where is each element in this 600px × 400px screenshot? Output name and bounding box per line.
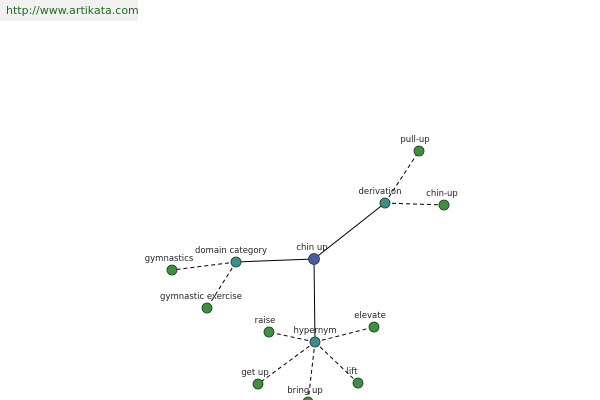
edge-chin-up-center-to-hypernym [313,258,316,343]
node-elevate[interactable] [368,321,380,333]
edge-hypernym-to-get-up [257,341,316,385]
edge-derivation-to-chin-up-term [384,202,445,206]
node-label-pull-up[interactable]: pull-up [400,135,429,145]
node-get-up[interactable] [252,378,264,390]
edge-hypernym-to-elevate [314,326,375,343]
node-chin-up-term[interactable] [438,199,450,211]
node-bring-up[interactable] [302,396,314,400]
node-label-chin-up-center[interactable]: chin up [296,243,327,253]
graph-labels: chin up derivation domain category hypernym… [145,135,458,396]
node-label-hypernym[interactable]: hypernym [293,326,336,336]
node-gymnastic-exercise[interactable] [201,302,213,314]
graph-nodes [166,145,450,400]
node-gymnastics[interactable] [166,264,178,276]
node-derivation[interactable] [379,197,391,209]
edge-chin-up-center-to-domain-category [235,258,315,263]
edge-hypernym-to-bring-up [307,341,316,400]
url-bar: http://www.artikata.com [0,0,139,21]
edge-hypernym-to-raise [268,331,316,343]
node-label-gymnastic-exercise[interactable]: gymnastic exercise [160,292,242,302]
node-label-domain-category[interactable]: domain category [195,246,267,256]
node-label-lift[interactable]: lift [347,367,359,377]
edge-hypernym-to-lift [314,341,359,384]
node-domain-category[interactable] [230,256,242,268]
node-label-chin-up-term[interactable]: chin-up [426,189,458,199]
node-label-elevate[interactable]: elevate [354,311,386,321]
node-raise[interactable] [263,326,275,338]
edge-domain-category-to-gymnastic-exercise [206,261,237,309]
graph-edges [171,150,445,400]
node-label-get-up[interactable]: get up [241,368,268,378]
edge-chin-up-center-to-derivation [313,202,386,260]
node-label-bring-up[interactable]: bring up [287,386,323,396]
site-url[interactable]: http://www.artikata.com [6,4,139,17]
node-hypernym[interactable] [309,336,321,348]
edge-derivation-to-pull-up [384,150,420,204]
node-chin-up-center[interactable] [308,253,320,265]
edge-domain-category-to-gymnastics [171,261,237,271]
node-label-gymnastics[interactable]: gymnastics [145,254,194,264]
node-label-derivation[interactable]: derivation [358,187,401,197]
node-label-raise[interactable]: raise [255,316,276,326]
node-pull-up[interactable] [413,145,425,157]
node-lift[interactable] [352,377,364,389]
